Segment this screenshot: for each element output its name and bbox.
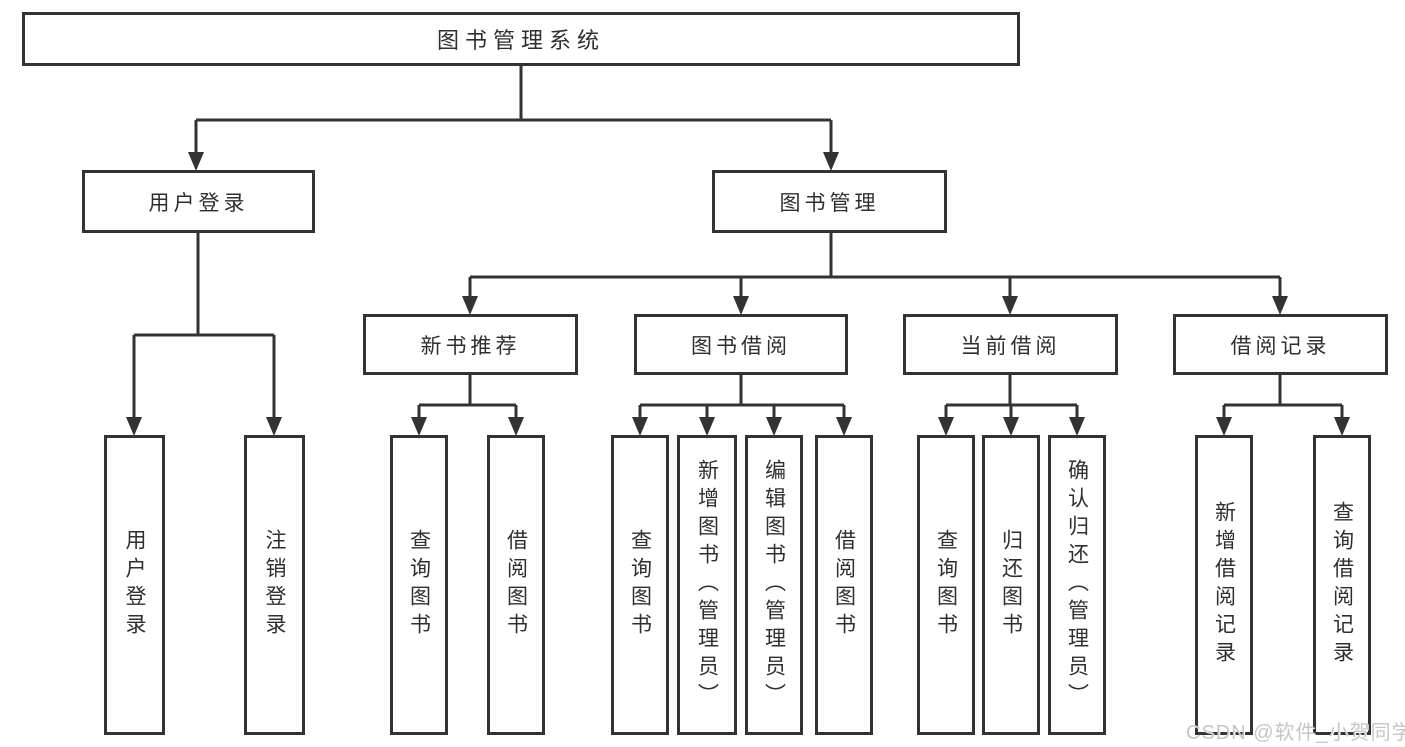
leaf-user-login: 用户登录 (104, 435, 165, 735)
leaf-logout-login: 注销登录 (244, 435, 305, 735)
node-user-login: 用户登录 (82, 170, 315, 233)
leaf-borrow-query-books: 查询图书 (611, 435, 669, 735)
node-new-book-recommend: 新书推荐 (363, 314, 578, 375)
leaf-records-query-borrow-record: 查询借阅记录 (1313, 435, 1371, 735)
leaf-borrow-edit-books-admin: 编辑图书（管理员） (745, 435, 803, 735)
leaf-records-add-borrow-record: 新增借阅记录 (1195, 435, 1253, 735)
leaf-borrow-borrow-books: 借阅图书 (815, 435, 873, 735)
leaf-borrow-add-books-admin: 新增图书（管理员） (677, 435, 737, 735)
node-book-borrow: 图书借阅 (634, 314, 848, 375)
node-book-management: 图书管理 (712, 170, 947, 233)
leaf-current-query-books: 查询图书 (917, 435, 975, 735)
node-library-management-system: 图书管理系统 (22, 12, 1020, 66)
leaf-current-return-books: 归还图书 (982, 435, 1040, 735)
leaf-recommend-borrow-books: 借阅图书 (487, 435, 545, 735)
tree-edges (132, 66, 1344, 419)
node-current-borrow: 当前借阅 (903, 314, 1118, 375)
leaf-recommend-query-books: 查询图书 (390, 435, 448, 735)
node-borrow-records: 借阅记录 (1173, 314, 1388, 375)
arrowheads (126, 152, 1350, 436)
leaf-current-confirm-return-admin: 确认归还（管理员） (1048, 435, 1106, 735)
